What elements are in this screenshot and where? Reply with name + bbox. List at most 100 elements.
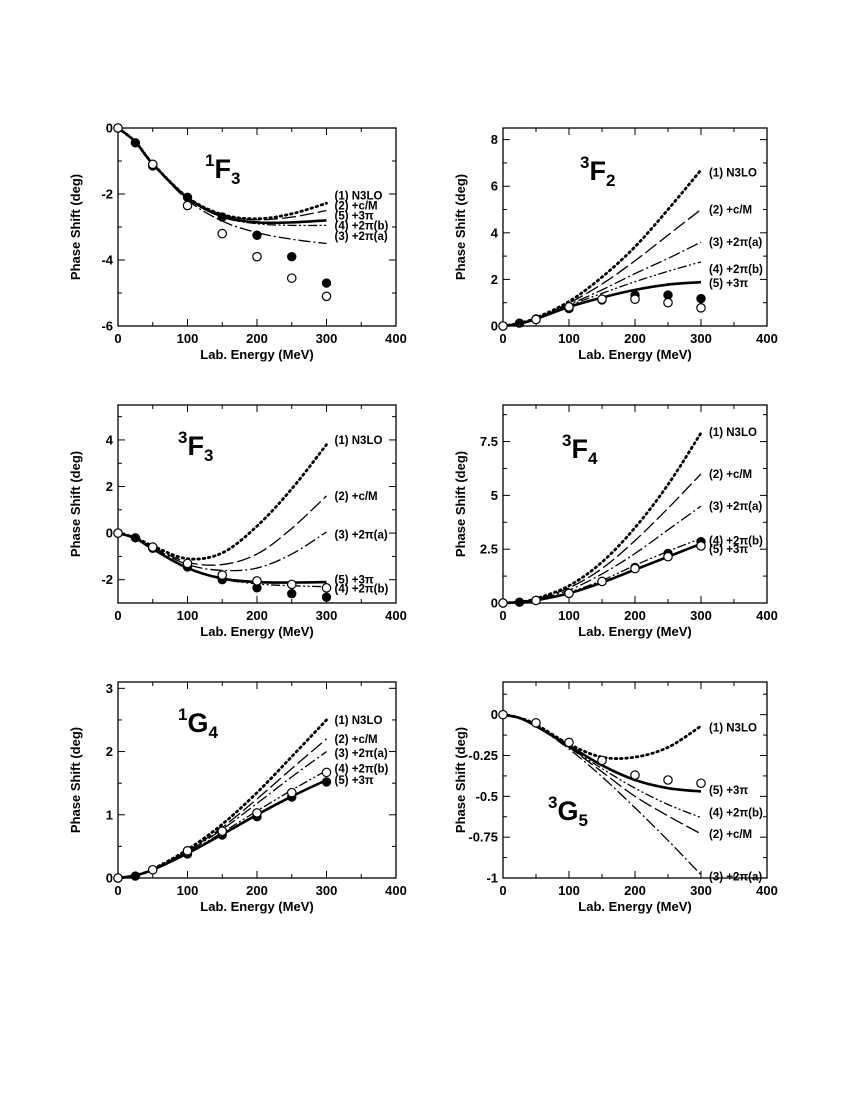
data-point-open xyxy=(630,563,640,574)
y-tick-label: 2 xyxy=(491,272,498,287)
data-point-open xyxy=(597,755,607,766)
x-tick-label: 200 xyxy=(624,331,646,346)
wave-sub: 3 xyxy=(204,446,213,465)
data-point-open xyxy=(252,576,262,586)
data-point-filled xyxy=(514,318,525,328)
data-point-open xyxy=(321,583,332,593)
data-point-filled xyxy=(321,777,332,787)
x-tick-label: 300 xyxy=(690,883,712,898)
data-point-open xyxy=(564,302,574,312)
x-tick-label: 100 xyxy=(558,331,580,346)
data-point-open xyxy=(696,778,706,789)
x-axis-title: Lab. Energy (MeV) xyxy=(200,624,313,639)
data-point-open xyxy=(321,291,332,302)
series-label: (3) +2π(a) xyxy=(335,529,388,541)
data-point-open xyxy=(663,775,673,785)
y-tick-label: 0 xyxy=(491,707,498,722)
x-axis-title: Lab. Energy (MeV) xyxy=(578,624,691,639)
data-point-open xyxy=(182,200,193,211)
data-point-open xyxy=(182,558,193,569)
x-tick-label: 0 xyxy=(114,883,121,898)
x-tick-label: 300 xyxy=(690,608,712,623)
x-tick-label: 0 xyxy=(499,331,506,346)
y-axis-title: Phase Shift (deg) xyxy=(68,727,83,833)
x-tick-label: 300 xyxy=(316,608,338,623)
y-tick-label: 6 xyxy=(491,179,498,194)
series-label: (4) +2π(b) xyxy=(709,536,763,548)
wave-sup: 3 xyxy=(178,428,187,447)
series-line-+c/M xyxy=(117,738,327,879)
x-tick-label: 100 xyxy=(177,608,199,623)
series-label: (5) +3π xyxy=(709,544,748,556)
data-point-open xyxy=(531,718,541,728)
series-label: (1) N3LO xyxy=(335,191,383,203)
wave-sup: 1 xyxy=(205,151,214,170)
series-line-+2π(a) xyxy=(502,714,702,876)
series-line-+2π(a) xyxy=(117,531,327,572)
y-tick-label: -2 xyxy=(101,187,113,202)
y-axis-title: Phase Shift (deg) xyxy=(453,174,468,280)
series-label: (5) +3π xyxy=(709,785,748,797)
data-point-open xyxy=(113,123,123,133)
data-point-open xyxy=(498,709,508,720)
data-point-open xyxy=(217,228,228,239)
wave-main: F xyxy=(214,154,231,184)
y-tick-label: 0 xyxy=(106,871,113,886)
data-point-filled xyxy=(321,278,332,288)
data-point-filled xyxy=(696,293,706,304)
data-point-open xyxy=(182,846,193,856)
wave-label: 1G4 xyxy=(178,705,218,742)
x-tick-label: 0 xyxy=(499,608,506,623)
data-point-open xyxy=(564,737,574,748)
data-point-filled xyxy=(217,212,227,222)
wave-sup: 3 xyxy=(548,793,557,812)
wave-sub: 3 xyxy=(231,169,240,188)
y-tick-label: -2 xyxy=(101,572,113,587)
series-line-+2π(b) xyxy=(502,714,702,819)
series-label: (4) +2π(b) xyxy=(335,220,389,232)
data-point-open xyxy=(147,159,158,170)
wave-sup: 3 xyxy=(562,431,571,450)
x-tick-label: 400 xyxy=(756,331,778,346)
series-line-+2π(b) xyxy=(502,537,702,604)
x-tick-label: 0 xyxy=(114,608,121,623)
series-label: (4) +2π(b) xyxy=(709,264,763,276)
y-tick-label: 0 xyxy=(106,526,113,541)
data-point-open xyxy=(286,579,297,590)
series-line-+c/M xyxy=(502,473,702,604)
data-point-open xyxy=(531,314,541,325)
data-point-filled xyxy=(252,230,262,240)
series-label: (5) +3π xyxy=(709,278,748,290)
x-tick-label: 100 xyxy=(558,608,580,623)
wave-sup: 3 xyxy=(580,153,589,172)
series-line-+c/M xyxy=(502,714,702,835)
wave-main: F xyxy=(589,156,606,186)
data-point-filled xyxy=(182,192,193,203)
y-tick-label: 8 xyxy=(491,132,498,147)
y-tick-label: 0 xyxy=(491,319,498,334)
series-label: (4) +2π(b) xyxy=(335,584,389,596)
data-point-filled xyxy=(130,138,141,148)
x-axis-title: Lab. Energy (MeV) xyxy=(578,347,691,362)
x-tick-label: 100 xyxy=(177,883,199,898)
data-point-open xyxy=(663,551,673,562)
wave-main: G xyxy=(187,708,208,738)
x-tick-label: 400 xyxy=(385,883,407,898)
data-point-filled xyxy=(130,871,141,881)
y-axis-title: Phase Shift (deg) xyxy=(453,727,468,833)
x-tick-label: 400 xyxy=(385,331,407,346)
series-label: (3) +2π(a) xyxy=(709,501,762,513)
y-tick-label: 5 xyxy=(491,488,498,503)
wave-label: 3F2 xyxy=(580,153,615,190)
wave-sup: 1 xyxy=(178,705,187,724)
wave-label: 3F4 xyxy=(562,431,598,468)
x-tick-label: 200 xyxy=(246,331,268,346)
data-point-open xyxy=(531,595,541,606)
series-label: (1) N3LO xyxy=(335,715,383,727)
y-tick-label: -0.25 xyxy=(468,748,498,763)
x-tick-label: 300 xyxy=(316,331,338,346)
